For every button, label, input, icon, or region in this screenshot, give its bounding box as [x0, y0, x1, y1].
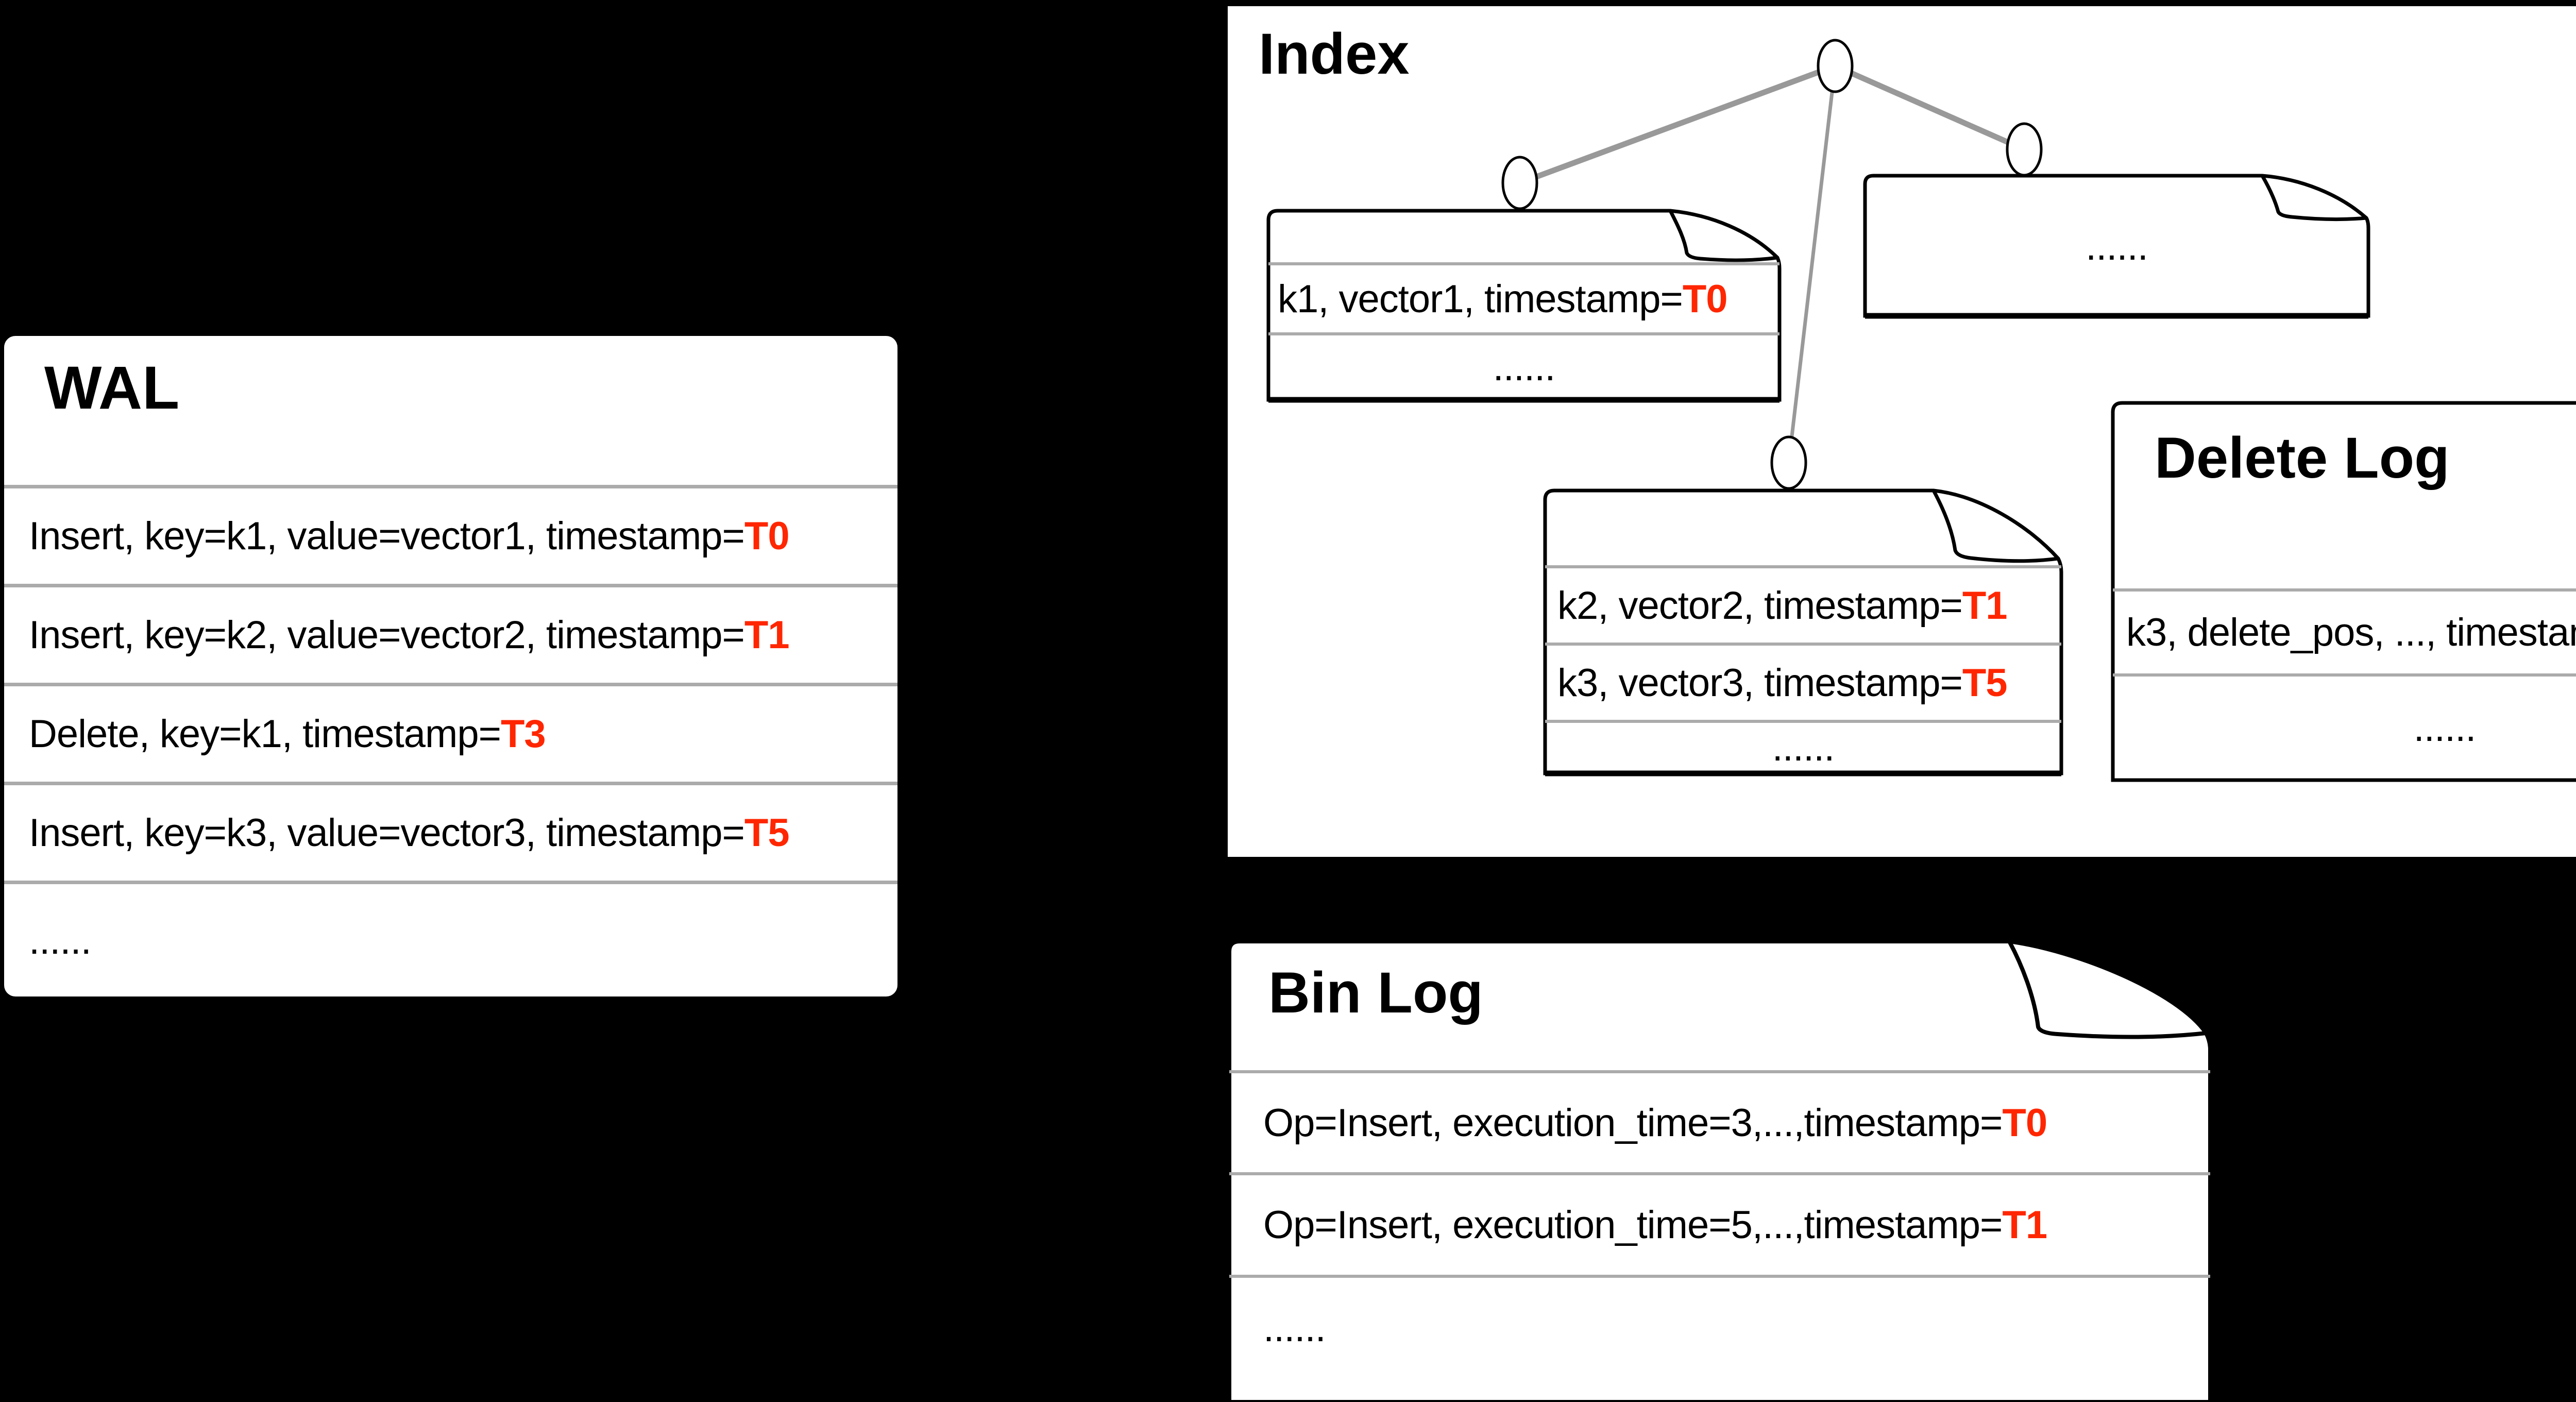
bin-log-row-ellipsis: ......: [1227, 1276, 2221, 1379]
page-shape: [1227, 939, 2212, 1402]
segment-row-k3: k3, vector3, timestamp=T5: [1543, 644, 2063, 721]
segment-row-ellipsis: ......: [1266, 334, 1782, 400]
wal-row-text: Insert, key=k2, value=vector2, timestamp…: [29, 613, 745, 657]
wal-header: WAL: [4, 336, 897, 485]
segment-page-k1: k1, vector1, timestamp=T0 ......: [1266, 209, 1782, 403]
segment-row-ellipsis: ......: [1863, 174, 2370, 319]
tree-node-middle: [1770, 435, 1807, 490]
timestamp-value: T0: [744, 514, 790, 558]
wal-row-text: Insert, key=k3, value=vector3, timestamp…: [29, 811, 745, 855]
wal-row-text: Insert, key=k1, value=vector1, timestamp…: [29, 514, 745, 558]
folded-corner-crease: [1668, 210, 1778, 262]
tree-node-root: [1817, 39, 1854, 93]
wal-title: WAL: [44, 354, 180, 422]
index-panel: Index k1, vector1, timestamp=T0 ......: [1228, 6, 2576, 857]
segment-row-k1: k1, vector1, timestamp=T0: [1266, 264, 1782, 334]
bin-log-page: Bin Log Op=Insert, execution_time=3,...,…: [1227, 939, 2221, 1402]
wal-row-text: Delete, key=k1, timestamp=: [29, 712, 501, 756]
ellipsis-text: ......: [29, 918, 92, 962]
bin-log-row-t1: Op=Insert, execution_time=5,...,timestam…: [1227, 1174, 2221, 1276]
folded-corner-crease: [2007, 940, 2207, 1039]
index-title: Index: [1259, 22, 1410, 86]
page-shape: [1863, 174, 2370, 319]
delete-log-row: k3, delete_pos, ..., timestamp=T3: [2111, 590, 2576, 675]
index-tree: [1501, 39, 2043, 490]
folded-corner-crease: [1931, 489, 2059, 563]
delete-log-title-wrap: Delete Log: [2155, 429, 2450, 487]
ellipsis-text: ......: [1263, 1306, 1326, 1350]
row-text: k1, vector1, timestamp=: [1278, 277, 1683, 321]
segment-row-ellipsis: ......: [1543, 721, 2063, 773]
delete-log-title: Delete Log: [2155, 426, 2450, 490]
row-text: k3, delete_pos, ..., timestamp=: [2126, 611, 2576, 654]
wal-row-ellipsis: ......: [4, 881, 897, 996]
wal-row-insert-k3: Insert, key=k3, value=vector3, timestamp…: [4, 782, 897, 881]
wal-table: WAL Insert, key=k1, value=vector1, times…: [4, 336, 897, 996]
row-text: Op=Insert, execution_time=5,...,timestam…: [1263, 1203, 2003, 1247]
ellipsis-text: ......: [2413, 705, 2477, 750]
page-outline: [1227, 939, 2212, 1402]
row-text: k3, vector3, timestamp=: [1557, 661, 1963, 705]
timestamp-value: T1: [2002, 1203, 2047, 1247]
wal-row-insert-k2: Insert, key=k2, value=vector2, timestamp…: [4, 584, 897, 683]
page-outline: [1863, 174, 2370, 318]
tree-edge-root-left: [1519, 63, 1836, 186]
page-shape: [2111, 401, 2576, 782]
row-text: Op=Insert, execution_time=3,...,timestam…: [1263, 1101, 2003, 1145]
bin-log-title: Bin Log: [1268, 960, 1483, 1025]
timestamp-value: T3: [500, 712, 546, 756]
ellipsis-text: ......: [1772, 725, 1835, 769]
wal-row-delete-k1: Delete, key=k1, timestamp=T3: [4, 683, 897, 782]
delete-log-page: Delete Log k3, delete_pos, ..., timestam…: [2111, 401, 2576, 782]
timestamp-value: T5: [744, 811, 790, 855]
page-shape: [1266, 209, 1782, 403]
tree-node-left: [1501, 156, 1538, 210]
bin-log-row-t0: Op=Insert, execution_time=3,...,timestam…: [1227, 1072, 2221, 1174]
row-text: k2, vector2, timestamp=: [1557, 583, 1963, 628]
page-shape: [1543, 488, 2063, 776]
folded-corner-crease: [2260, 175, 2367, 222]
tree-node-right: [2006, 122, 2043, 177]
ellipsis-text: ......: [1493, 345, 1556, 389]
delete-log-row-ellipsis: ......: [2111, 675, 2576, 780]
timestamp-value: T0: [2002, 1101, 2047, 1145]
bin-log-title-wrap: Bin Log: [1268, 964, 1483, 1022]
segment-page-k2-k3: k2, vector2, timestamp=T1 k3, vector3, t…: [1543, 488, 2063, 777]
segment-row-k2: k2, vector2, timestamp=T1: [1543, 567, 2063, 644]
timestamp-value: T1: [744, 613, 790, 657]
wal-row-insert-k1: Insert, key=k1, value=vector1, timestamp…: [4, 485, 897, 584]
tree-edge-root-middle: [1787, 65, 1837, 463]
segment-page-other: ......: [1863, 174, 2370, 319]
tree-edge-root-right: [1834, 63, 2026, 153]
timestamp-value: T5: [1962, 661, 2008, 705]
ellipsis-text: ......: [2086, 225, 2148, 268]
timestamp-value: T0: [1682, 277, 1728, 321]
index-title-wrap: Index: [1259, 21, 1410, 87]
timestamp-value: T1: [1962, 583, 2008, 628]
